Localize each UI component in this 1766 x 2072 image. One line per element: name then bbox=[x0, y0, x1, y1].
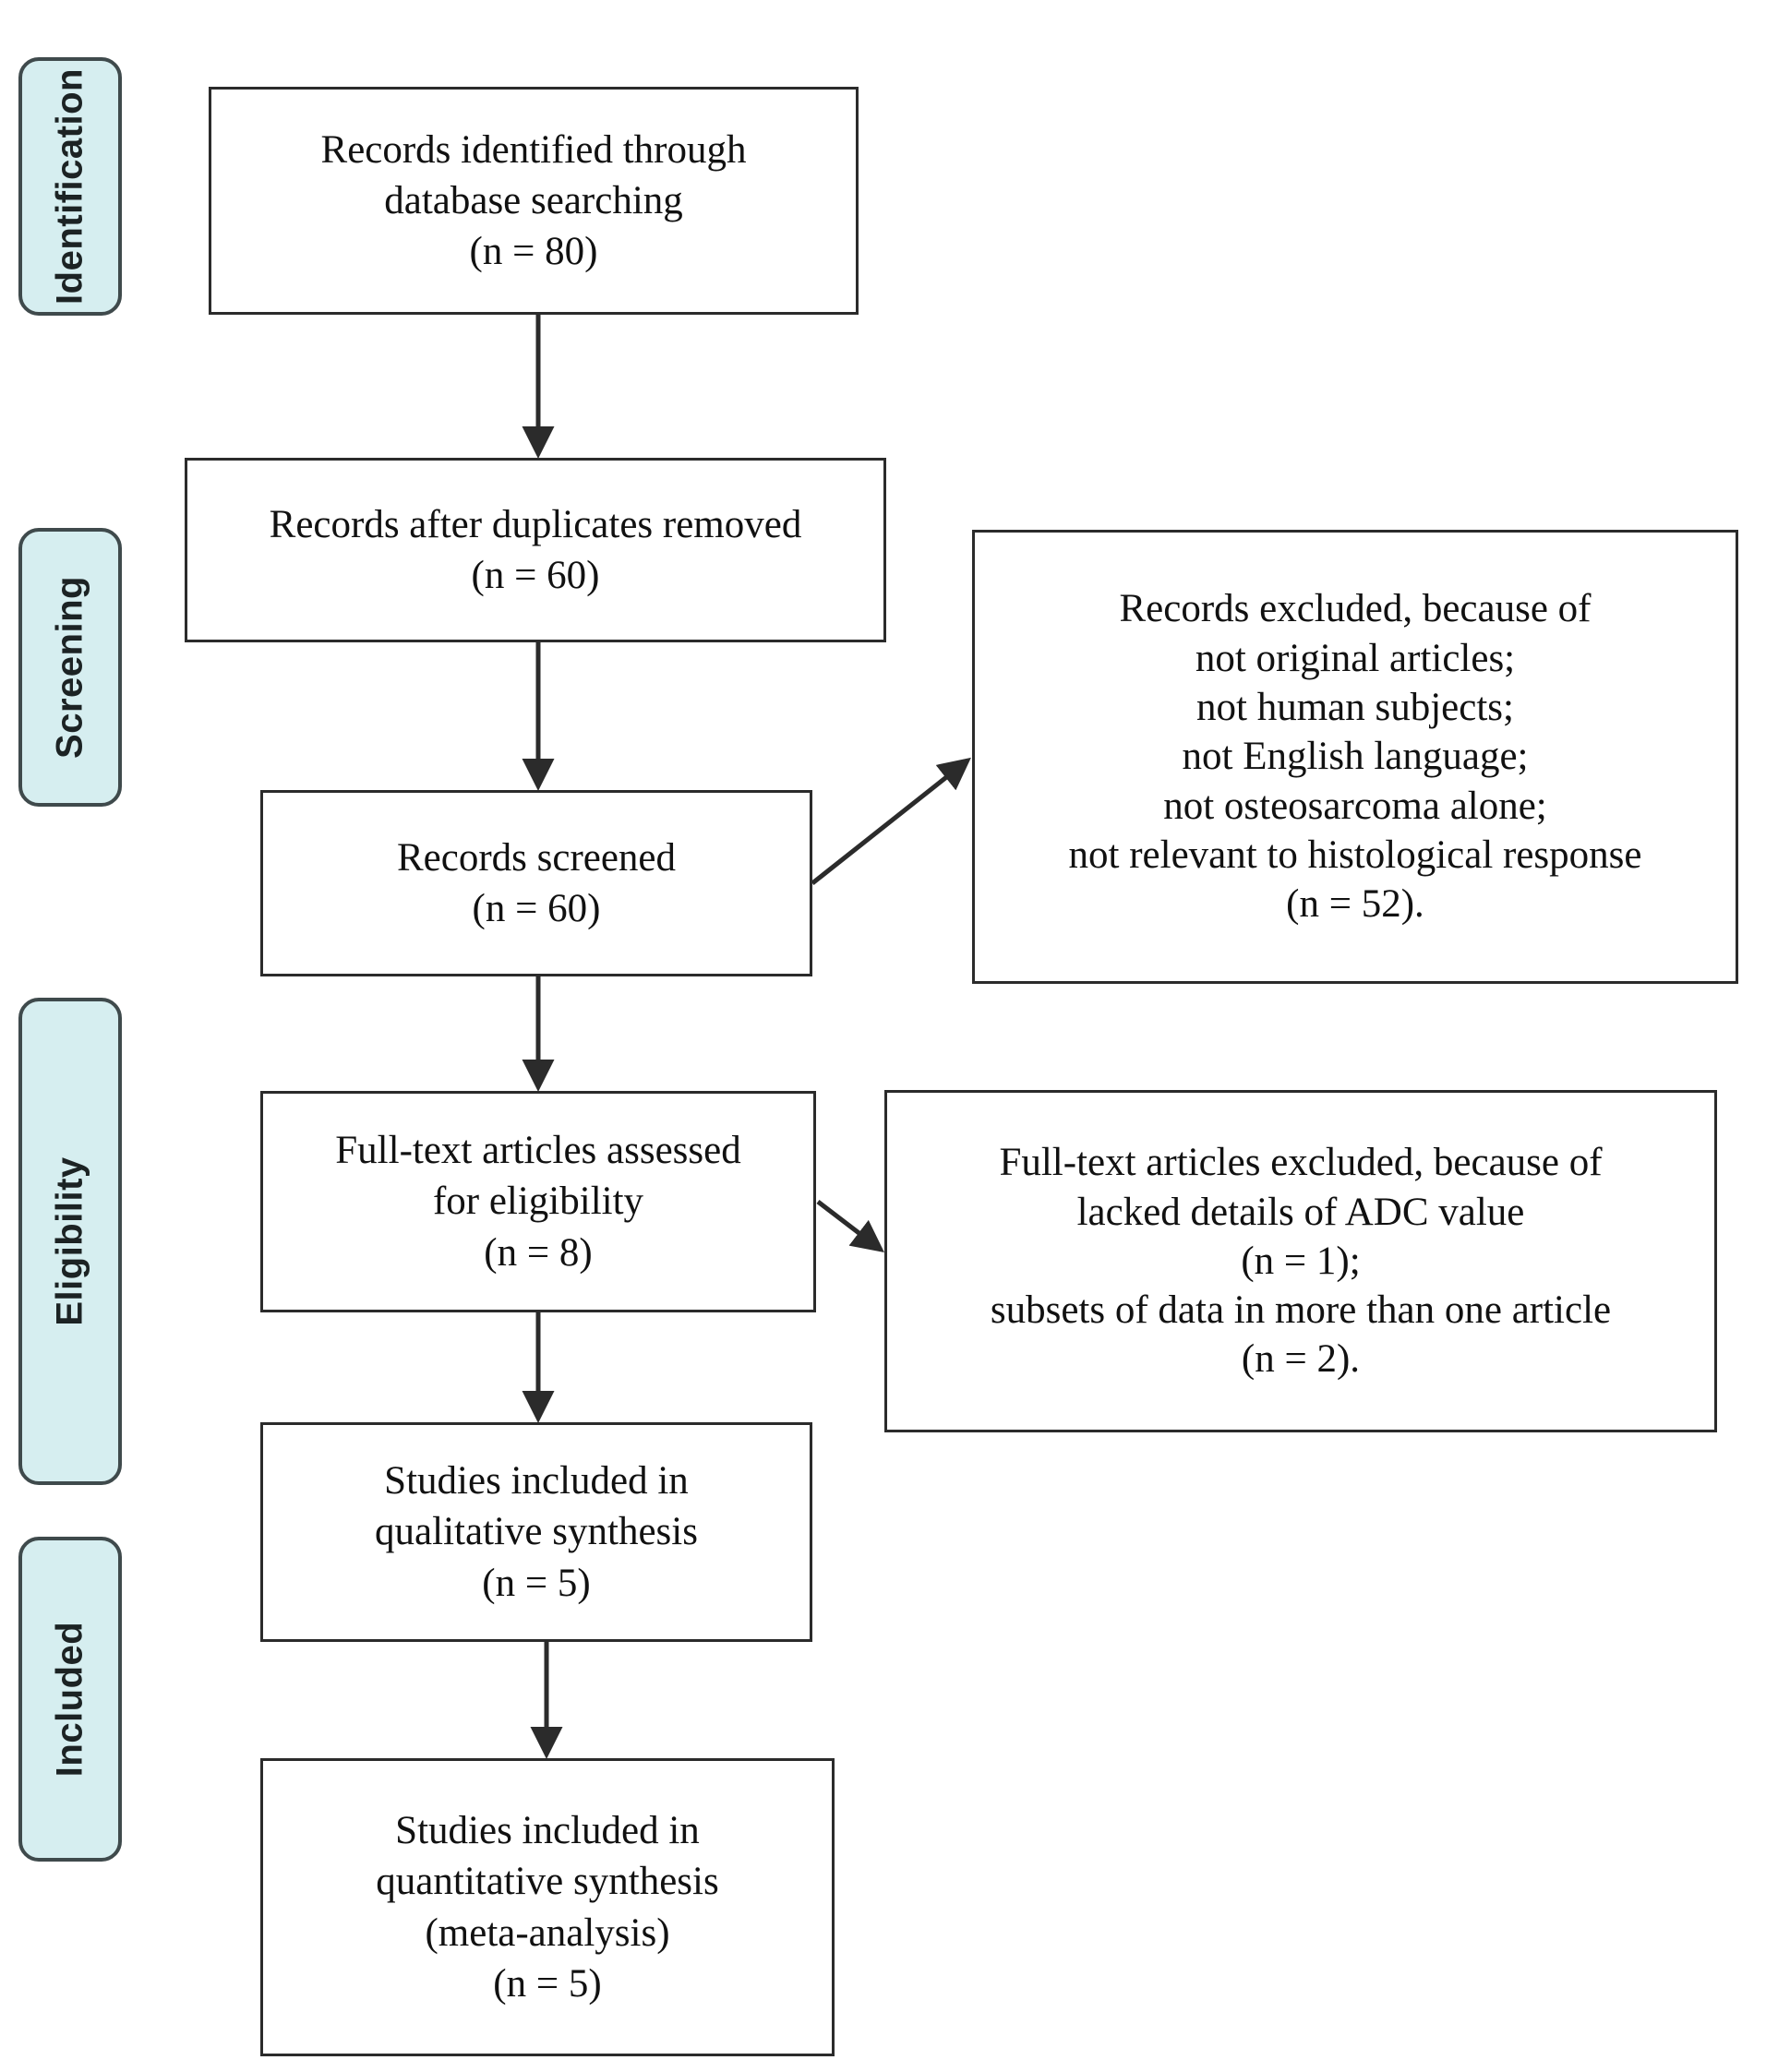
stage-tab-eligibility: Eligibility bbox=[18, 998, 122, 1485]
box-records-after-duplicates-text: Records after duplicates removed (n = 60… bbox=[269, 502, 802, 597]
box-fulltext-assessed: Full-text articles assessed for eligibil… bbox=[260, 1091, 816, 1312]
box-qualitative-synthesis: Studies included in qualitative synthesi… bbox=[260, 1422, 812, 1642]
arrow-fulltext-assessed-to-fulltext-excluded bbox=[816, 1200, 884, 1253]
box-records-screened: Records screened (n = 60) bbox=[260, 790, 812, 976]
box-records-excluded-text: Records excluded, because of not origina… bbox=[1068, 587, 1642, 927]
box-quantitative-synthesis: Studies included in quantitative synthes… bbox=[260, 1758, 835, 2056]
box-records-identified-text: Records identified through database sear… bbox=[320, 127, 747, 274]
stage-tab-screening-label: Screening bbox=[49, 576, 90, 759]
box-quantitative-synthesis-text: Studies included in quantitative synthes… bbox=[376, 1809, 719, 2006]
box-records-after-duplicates: Records after duplicates removed (n = 60… bbox=[185, 458, 886, 642]
box-fulltext-excluded-text: Full-text articles excluded, because of … bbox=[990, 1141, 1612, 1382]
box-records-excluded: Records excluded, because of not origina… bbox=[972, 530, 1738, 984]
stage-tab-identification-label: Identification bbox=[49, 68, 90, 305]
box-fulltext-assessed-text: Full-text articles assessed for eligibil… bbox=[335, 1129, 741, 1275]
stage-tab-eligibility-label: Eligibility bbox=[49, 1156, 90, 1326]
stage-tab-screening: Screening bbox=[18, 528, 122, 807]
stage-tab-identification: Identification bbox=[18, 57, 122, 316]
stage-tab-included: Included bbox=[18, 1537, 122, 1862]
box-records-screened-text: Records screened (n = 60) bbox=[396, 835, 677, 930]
arrow-screened-to-records-excluded bbox=[811, 757, 971, 885]
stage-tab-included-label: Included bbox=[49, 1621, 90, 1778]
box-fulltext-excluded: Full-text articles excluded, because of … bbox=[884, 1090, 1717, 1432]
box-qualitative-synthesis-text: Studies included in qualitative synthesi… bbox=[375, 1459, 698, 1605]
box-records-identified: Records identified through database sear… bbox=[209, 87, 859, 315]
